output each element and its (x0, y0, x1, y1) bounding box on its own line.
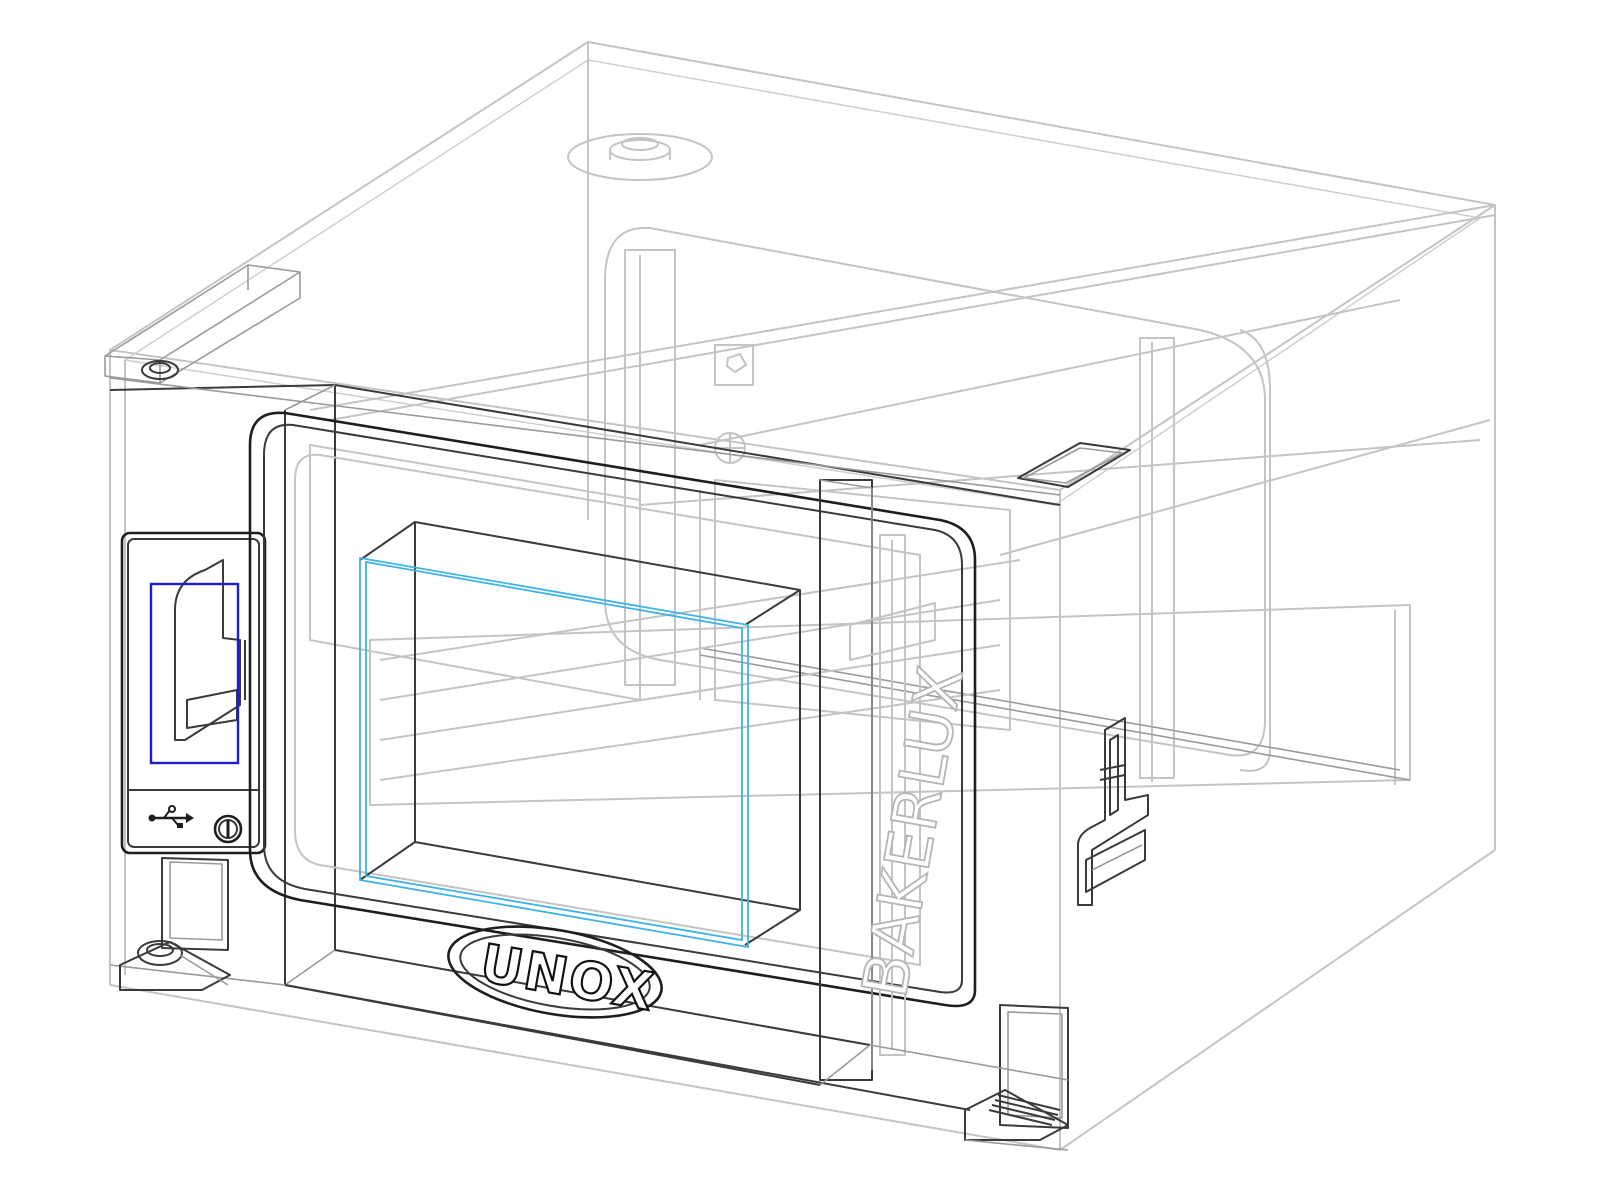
foot-right (964, 1004, 1069, 1151)
control-panel (120, 531, 267, 855)
outer-housing (109, 41, 1496, 1151)
diagonal-rails (309, 204, 1496, 556)
usb-icon (148, 805, 194, 828)
inner-cavity (309, 226, 1266, 782)
door-glass (359, 521, 801, 949)
power-knob-icon[interactable] (213, 814, 243, 844)
base-outline (284, 984, 1069, 1111)
tray-rails (369, 559, 1411, 806)
brand-text: BAKERLUX (848, 660, 978, 1003)
top-vent (567, 133, 713, 181)
display-highlight (149, 582, 240, 765)
right-latch (1077, 717, 1149, 906)
logo-text: UNOX (476, 934, 660, 1024)
front-frame (109, 377, 1061, 1086)
oven-door (248, 411, 977, 1081)
unox-logo: UNOX (447, 925, 663, 1024)
top-right-slot (1017, 442, 1131, 488)
top-hinge (104, 264, 301, 384)
foot-left (119, 857, 231, 991)
